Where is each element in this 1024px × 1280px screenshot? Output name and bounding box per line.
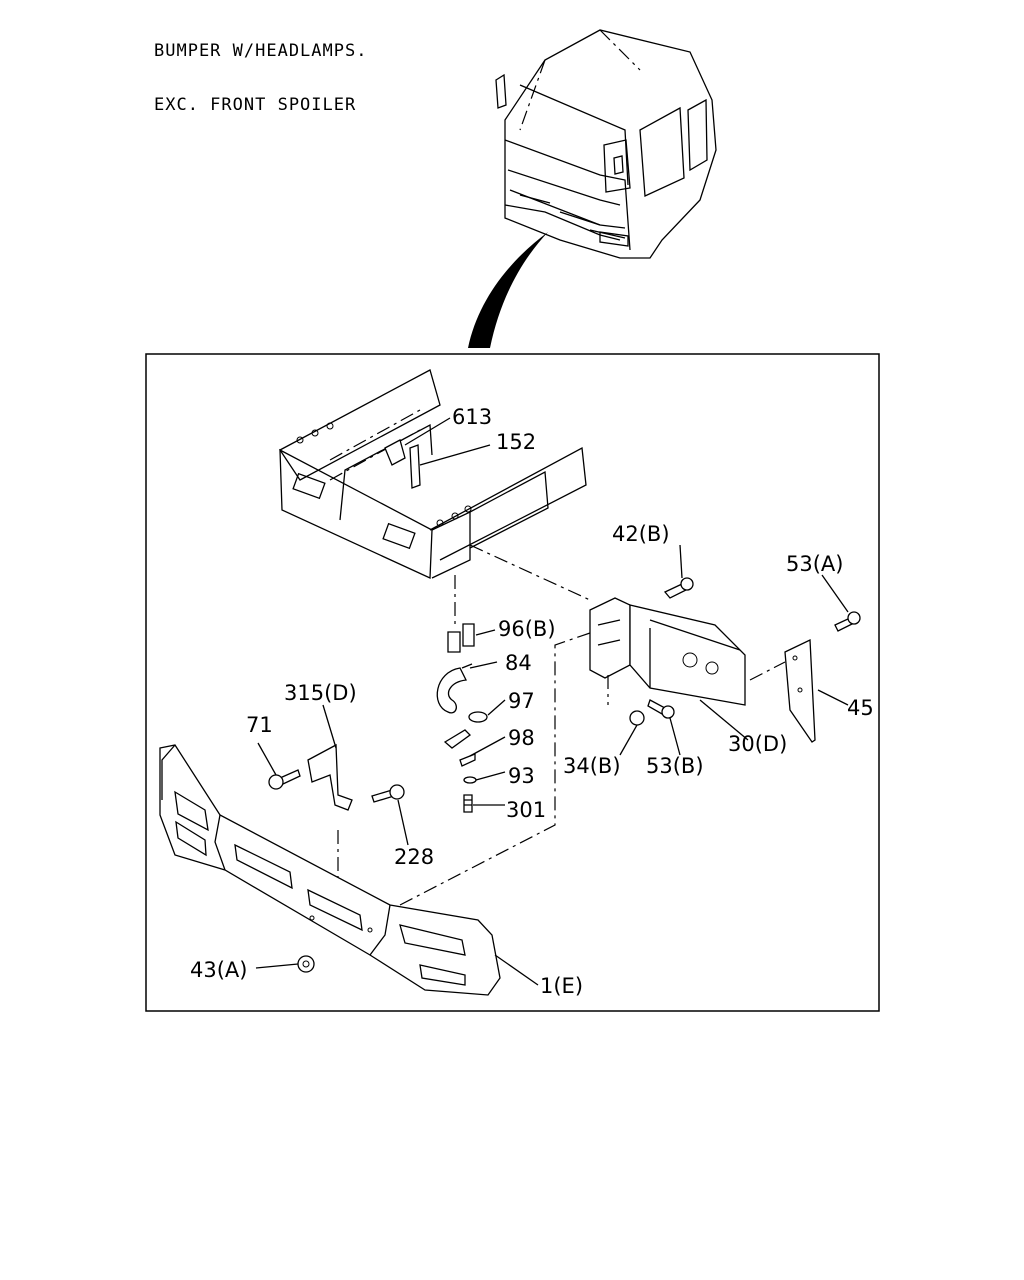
leader-lines <box>255 417 849 986</box>
callout-71: 71 <box>246 713 273 737</box>
callout-228: 228 <box>394 845 434 869</box>
title-line-2: EXC. FRONT SPOILER <box>154 95 357 115</box>
bracket-152-part <box>409 444 421 489</box>
washer-93-part <box>463 776 477 784</box>
truck-cab-illustration <box>495 29 717 259</box>
spacer-96b-part <box>447 623 475 653</box>
callout-53b: 53(B) <box>646 754 704 778</box>
detail-frame <box>145 353 880 1012</box>
bumper-1e-part <box>159 744 501 996</box>
callout-93: 93 <box>508 764 535 788</box>
ring-97-part <box>468 711 488 723</box>
bolt-301-part <box>463 794 473 813</box>
hook-84-part <box>436 663 473 714</box>
clip-613-part <box>384 439 406 466</box>
callout-96b: 96(B) <box>498 617 556 641</box>
bolt-71-part <box>268 769 301 790</box>
callout-30d: 30(D) <box>728 732 787 756</box>
bumper-alignment-line <box>399 632 591 906</box>
callout-1e: 1(E) <box>540 974 583 998</box>
callout-98: 98 <box>508 726 535 750</box>
pointer-arrow <box>468 232 548 348</box>
callout-301: 301 <box>506 798 546 822</box>
callout-613: 613 <box>452 405 492 429</box>
bolt-228-part <box>371 784 405 803</box>
callout-97: 97 <box>508 689 535 713</box>
nut-43a-part <box>297 955 315 973</box>
chassis-frame <box>279 369 591 625</box>
plate-45-part <box>749 638 816 743</box>
callout-43a: 43(A) <box>190 958 247 982</box>
callout-53a: 53(A) <box>786 552 843 576</box>
nut-34b-part <box>607 675 645 726</box>
callout-152: 152 <box>496 430 536 454</box>
pin-98-part <box>443 729 476 767</box>
bolt-42b-part <box>663 577 694 599</box>
diagram-title: BUMPER W/HEADLAMPS. EXC. FRONT SPOILER <box>154 6 367 132</box>
bracket-30d-part <box>589 597 746 706</box>
bolt-53a-part <box>834 611 861 632</box>
callout-42b: 42(B) <box>612 522 670 546</box>
bolt-53b-part <box>647 699 675 719</box>
title-line-1: BUMPER W/HEADLAMPS. <box>154 41 368 61</box>
callout-45: 45 <box>847 696 874 720</box>
callout-315d: 315(D) <box>284 681 357 705</box>
callout-84: 84 <box>505 651 532 675</box>
callout-34b: 34(B) <box>563 754 621 778</box>
